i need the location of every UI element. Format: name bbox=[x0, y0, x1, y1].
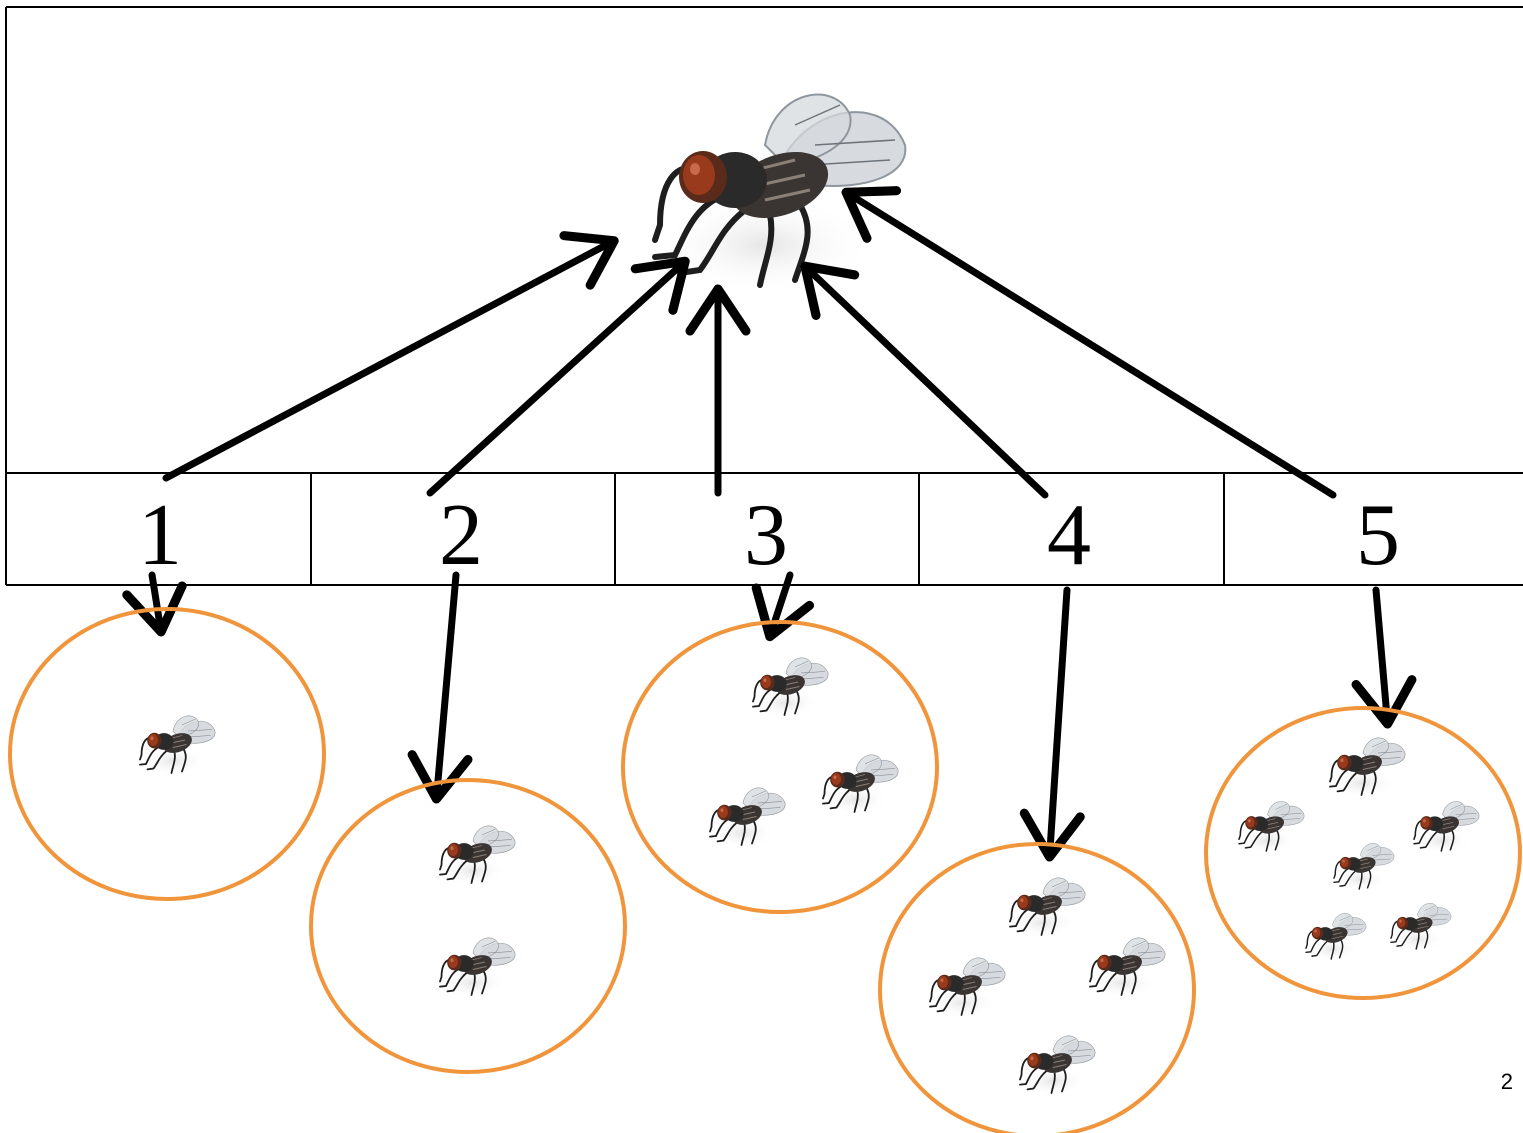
arrows-down bbox=[122, 571, 1417, 862]
group-circle-2 bbox=[309, 778, 627, 1074]
housefly-icon bbox=[1329, 736, 1407, 799]
housefly-icon bbox=[752, 656, 830, 719]
housefly-icon bbox=[1019, 1034, 1097, 1097]
housefly-icon bbox=[1009, 876, 1087, 939]
group-circle-4 bbox=[878, 842, 1196, 1133]
arrow-down-4 bbox=[1019, 586, 1085, 862]
group-circle-5 bbox=[1204, 706, 1522, 1000]
number-label: 5 bbox=[1356, 487, 1400, 584]
number-label: 4 bbox=[1047, 487, 1091, 584]
housefly-icon bbox=[822, 753, 900, 816]
arrow-up-5 bbox=[841, 186, 1337, 499]
arrow-down-5 bbox=[1351, 586, 1417, 729]
arrow-down-2 bbox=[407, 571, 473, 804]
housefly-icon bbox=[439, 936, 517, 999]
housefly-icon bbox=[1390, 902, 1452, 953]
number-label: 2 bbox=[439, 487, 483, 584]
group-circles bbox=[8, 607, 1522, 1133]
housefly-icon bbox=[439, 824, 517, 887]
arrow-up-2 bbox=[426, 256, 690, 497]
arrow-down-1 bbox=[122, 571, 187, 637]
housefly-icon bbox=[1305, 912, 1367, 963]
arrow-up-4 bbox=[800, 261, 1049, 499]
housefly-icon bbox=[1333, 842, 1395, 893]
housefly-icon bbox=[139, 714, 217, 777]
housefly-icon bbox=[1089, 936, 1167, 999]
group-circle-1 bbox=[8, 607, 326, 901]
housefly-icon bbox=[709, 786, 787, 849]
fly-groups bbox=[139, 656, 1480, 1097]
housefly-icon bbox=[929, 956, 1007, 1019]
housefly-icon bbox=[1238, 800, 1305, 855]
number-label: 3 bbox=[744, 487, 788, 584]
number-label: 1 bbox=[138, 487, 182, 584]
group-circle-3 bbox=[621, 620, 939, 914]
arrows-up bbox=[162, 186, 1337, 499]
arrow-up-1 bbox=[162, 231, 619, 482]
housefly-icon bbox=[1413, 800, 1480, 855]
number-labels: 1 2 3 4 5 bbox=[138, 487, 1400, 584]
page-number: 2 bbox=[1500, 1069, 1513, 1094]
main-fly-icon bbox=[655, 95, 905, 295]
